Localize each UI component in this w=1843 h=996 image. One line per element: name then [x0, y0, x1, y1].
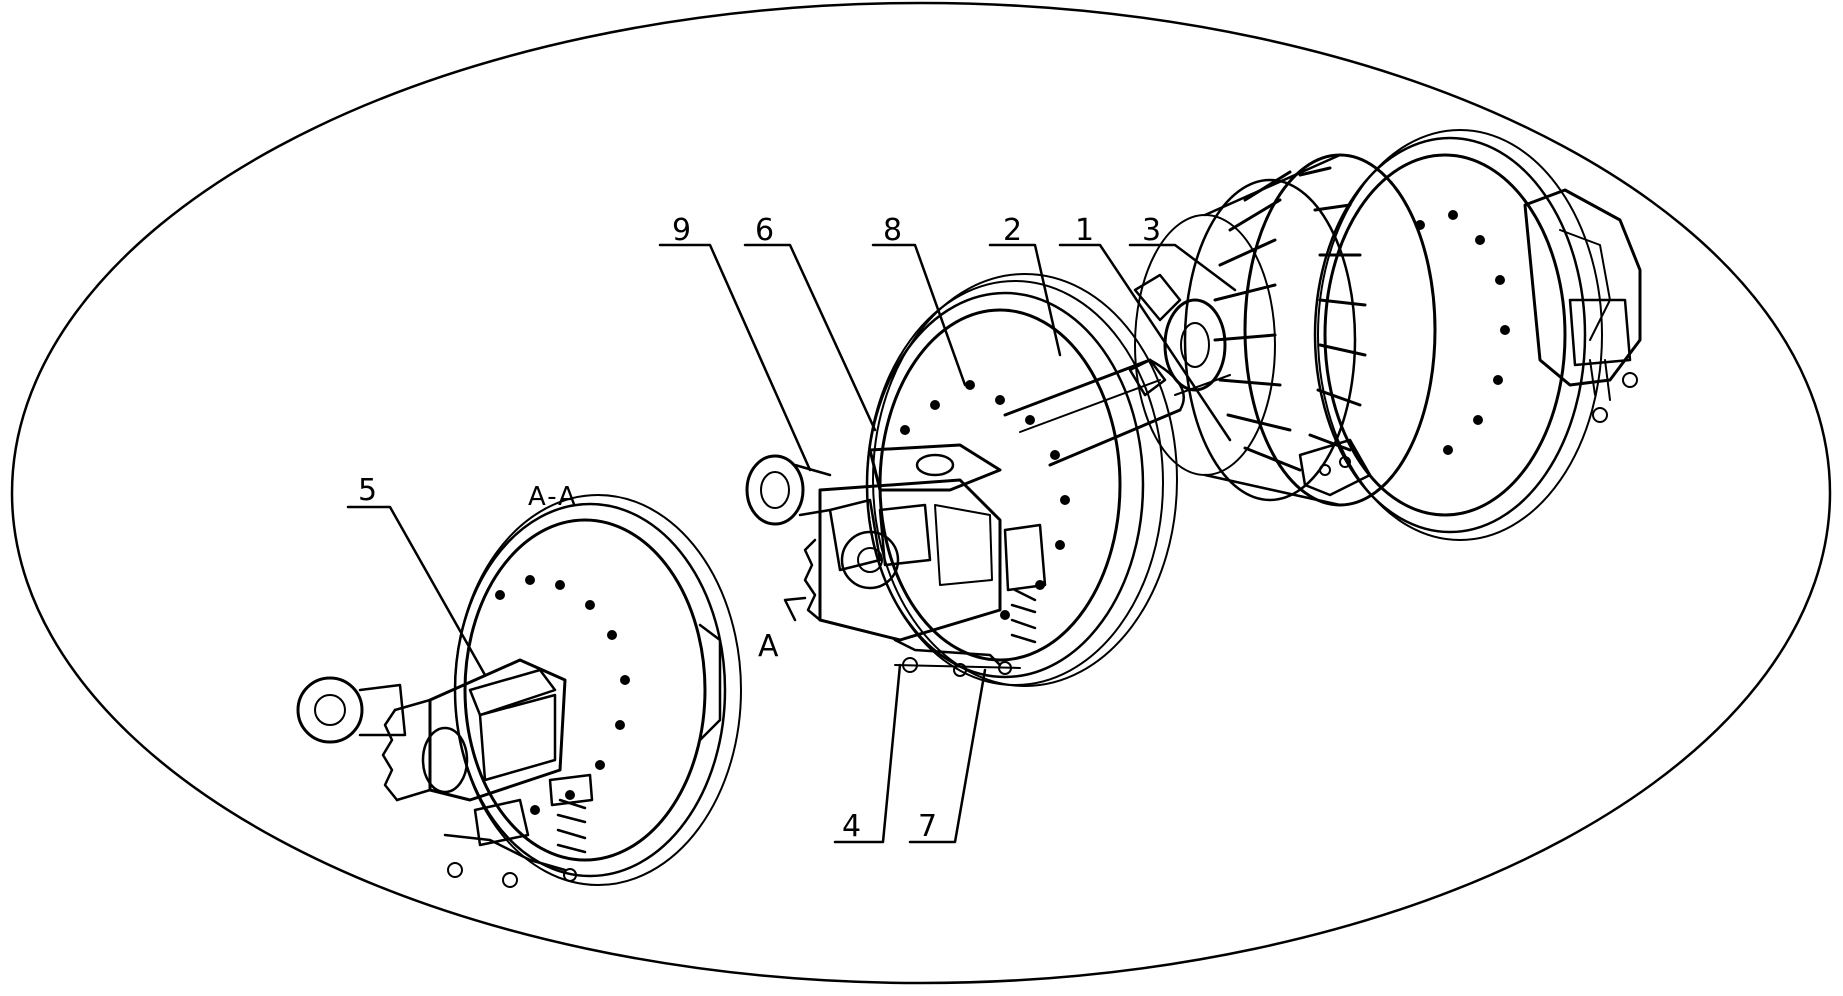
far-axle-box [1523, 188, 1642, 423]
outer-ellipse-frame [10, 1, 1832, 985]
leader-part-9: 9 [658, 213, 812, 472]
leader-part-4: 4 [833, 663, 902, 844]
leader-part-2: 2 [988, 213, 1062, 357]
part-number-1: 1 [1075, 213, 1094, 248]
part-number-2: 2 [1003, 213, 1022, 248]
section-mark: A [758, 596, 807, 664]
part-number-3: 3 [1142, 213, 1161, 248]
leader-part-1: 1 [1058, 213, 1232, 442]
leader-part-8: 8 [871, 213, 967, 387]
leader-part-6: 6 [743, 213, 877, 432]
section-wheel [453, 494, 742, 886]
leader-part-3: 3 [1128, 213, 1237, 292]
leader-part-7: 7 [908, 668, 987, 844]
leader-part-5: 5 [346, 473, 487, 677]
center-axle-box [745, 443, 1047, 677]
part-number-5: 5 [358, 473, 377, 508]
part-number-7: 7 [918, 809, 937, 844]
part-number-6: 6 [755, 213, 774, 248]
section-title: A-A [528, 482, 578, 512]
part-number-4: 4 [842, 809, 861, 844]
center-wheel [865, 273, 1178, 687]
traction-motor [1128, 153, 1437, 507]
part-number-8: 8 [883, 213, 902, 248]
part-number-9: 9 [672, 213, 691, 248]
far-wheel [1313, 129, 1603, 541]
section-axle-box [296, 658, 594, 888]
section-mark-label: A [758, 629, 779, 664]
